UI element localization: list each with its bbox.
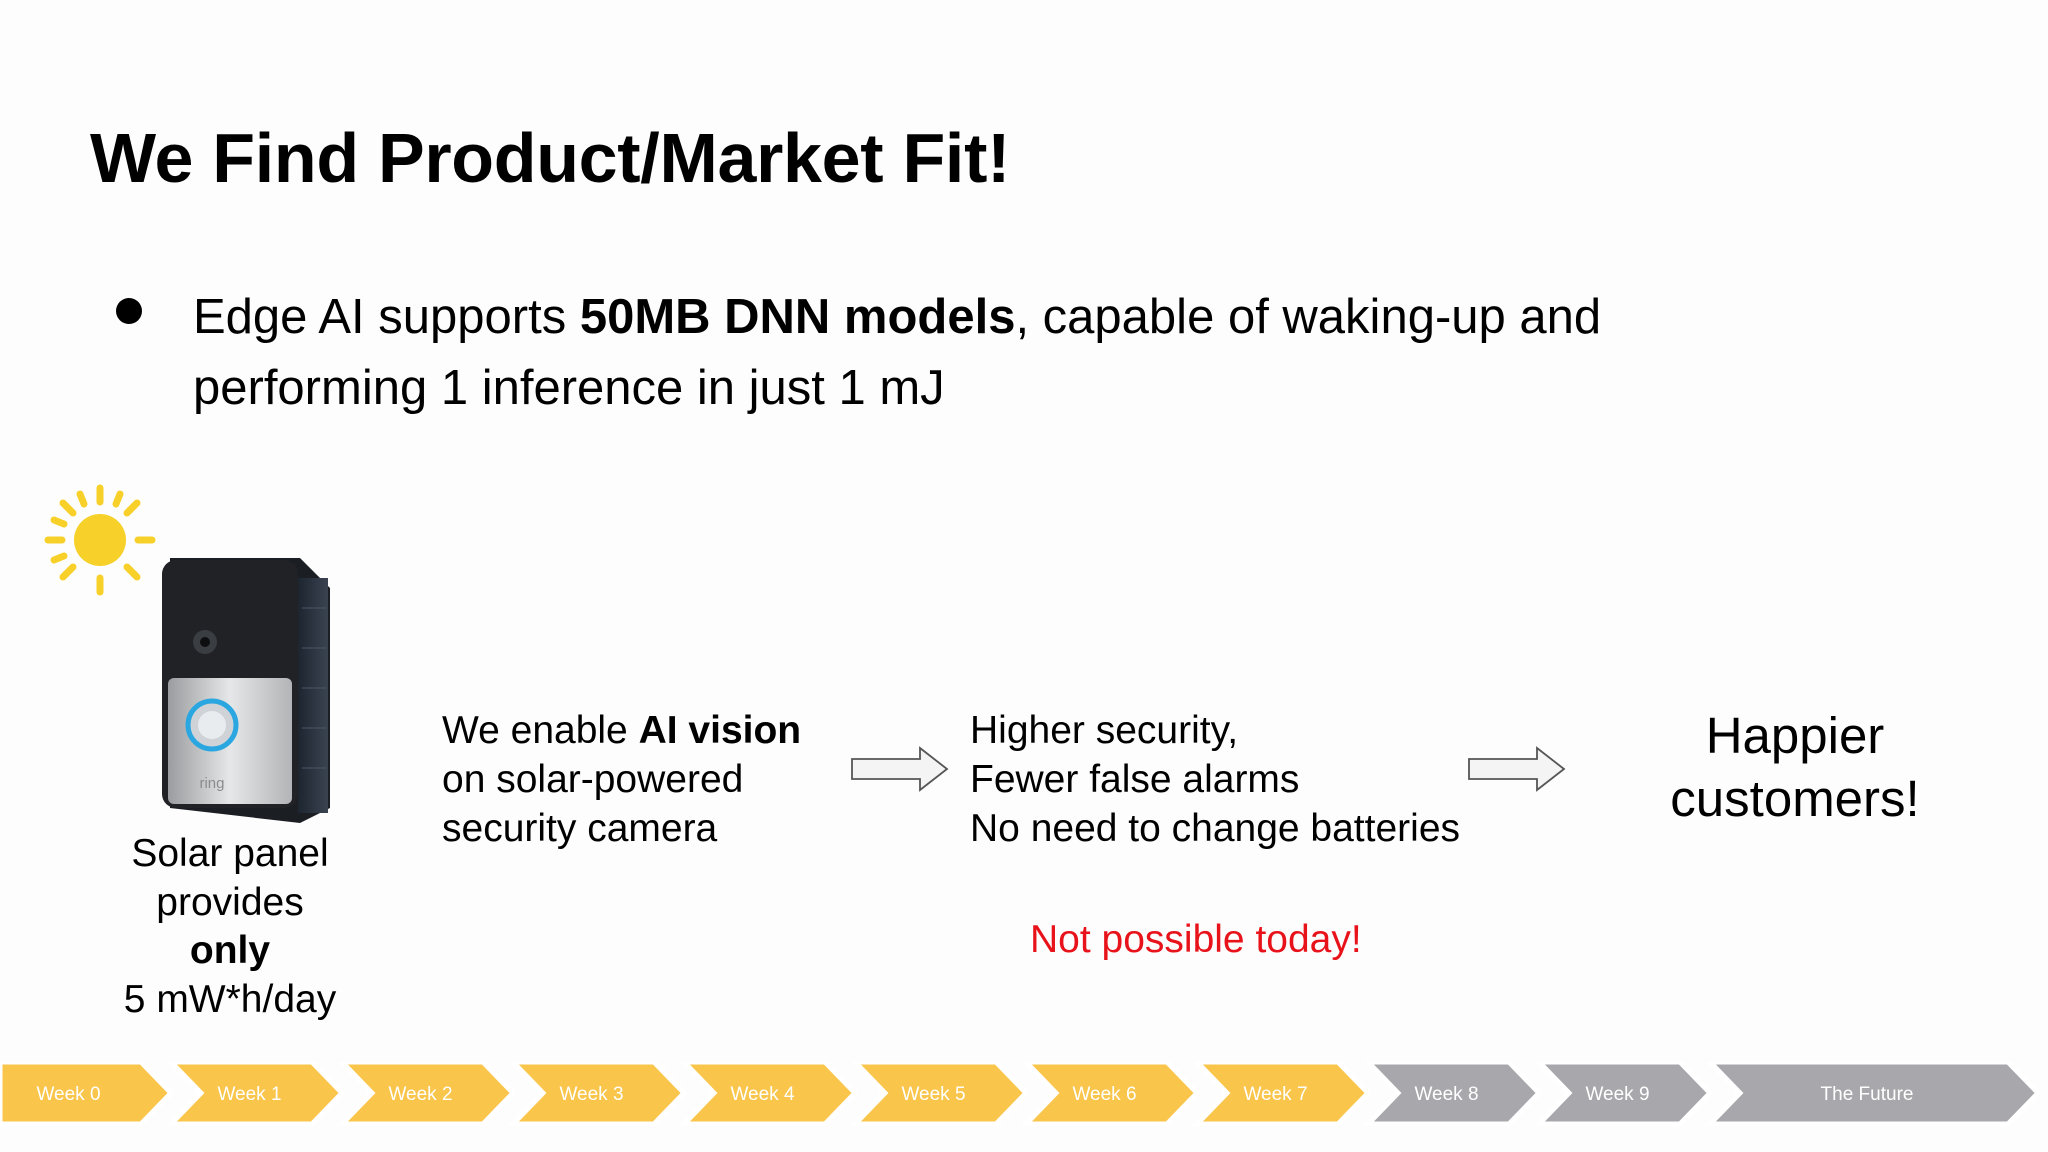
timeline-step-label: Week 0: [36, 1084, 100, 1105]
solar-line-1: Solar panel: [131, 832, 329, 875]
ai-vision-step: We enable AI vision on solar-powered sec…: [442, 706, 801, 853]
timeline-step-label: Week 7: [1243, 1084, 1307, 1105]
bullet-suffix: , capable of waking-up and performing 1 …: [193, 290, 1602, 415]
not-possible-warning: Not possible today!: [1030, 918, 1362, 961]
benefit-line-1: Higher security,: [970, 709, 1239, 752]
timeline-step-chevron: [849, 1062, 1030, 1126]
slide-title: We Find Product/Market Fit!: [90, 119, 1011, 197]
happier-customers-result: Happier customers!: [1640, 704, 1950, 830]
timeline-step-chevron: [678, 1062, 859, 1126]
timeline-step-chevron: [1362, 1062, 1543, 1126]
week-timeline: Week 0 Week 1 Week 2 Week 3 Week 4 Week 5 Week…: [0, 1062, 2042, 1126]
timeline-step-chevron: [1533, 1062, 1714, 1126]
result-line-1: Happier: [1705, 707, 1885, 764]
bullet-text: Edge AI supports 50MB DNN models, capabl…: [193, 282, 1753, 424]
timeline-step-chevron: [1020, 1062, 1201, 1126]
doorbell-camera-image: ring: [162, 558, 330, 823]
doorbell-brand-label: ring: [199, 775, 224, 792]
bullet-prefix: Edge AI supports: [193, 290, 580, 344]
right-arrow-icon: [1468, 746, 1566, 792]
timeline-step-label: Week 9: [1585, 1084, 1649, 1105]
solar-panel-caption: Solar panel provides only 5 mW*h/day: [80, 830, 380, 1024]
timeline-step-chevron: [165, 1062, 346, 1126]
timeline-step-chevron: [507, 1062, 688, 1126]
solar-line-2: provides: [156, 880, 304, 924]
sun-icon: [44, 484, 156, 596]
timeline-step-label: Week 2: [388, 1084, 452, 1105]
timeline-step-label: Week 1: [217, 1084, 281, 1105]
timeline-step-chevron: [0, 1062, 175, 1126]
timeline-step-label: Week 5: [901, 1084, 965, 1105]
solar-line-4: 5 mW*h/day: [123, 977, 337, 1021]
bullet-bold: 50MB DNN models: [579, 290, 1016, 344]
step1-line-2: on solar-powered: [442, 758, 744, 801]
benefit-line-2: Fewer false alarms: [970, 758, 1300, 801]
benefits-step: Higher security, Fewer false alarms No n…: [970, 706, 1460, 853]
timeline-step-label: Week 4: [730, 1084, 795, 1105]
step1-prefix: We enable: [442, 709, 639, 752]
timeline-step-chevron: [1191, 1062, 1372, 1126]
right-arrow-icon: [851, 746, 949, 792]
result-line-2: customers!: [1670, 770, 1920, 827]
timeline-step-label: Week 3: [559, 1084, 623, 1105]
bullet-point-icon: [116, 298, 142, 324]
benefit-line-3: No need to change batteries: [970, 807, 1461, 850]
timeline-step-label: Week 8: [1414, 1084, 1478, 1105]
step1-bold: AI vision: [638, 709, 802, 752]
timeline-step-chevron: [336, 1062, 517, 1126]
solar-line-only: only: [189, 929, 271, 972]
timeline-step-label: The Future: [1821, 1084, 1914, 1105]
timeline-step-chevron: [1704, 1062, 2042, 1126]
timeline-step-label: Week 6: [1072, 1084, 1136, 1105]
step1-line-3: security camera: [442, 807, 718, 850]
